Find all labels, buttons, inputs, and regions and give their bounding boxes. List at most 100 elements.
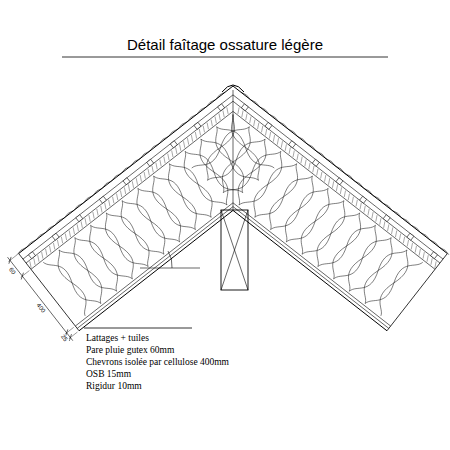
board-hatch: [140, 175, 141, 182]
board-hatch: [321, 172, 322, 179]
board-hatch: [297, 154, 298, 161]
dimension-line: [8, 257, 73, 341]
board-hatch: [89, 215, 90, 222]
tile-mark: [411, 225, 420, 232]
layer-line: [19, 86, 233, 254]
board-hatch: [176, 147, 177, 154]
tile-mark: [298, 137, 307, 144]
legend-rule: [84, 328, 192, 329]
board-hatch: [242, 110, 243, 117]
board-hatch: [254, 120, 255, 127]
board-hatch: [407, 240, 408, 247]
tile-mark: [178, 122, 187, 129]
tile-mark: [317, 151, 326, 158]
board-hatch: [187, 138, 188, 145]
board-hatch: [325, 175, 326, 182]
board-hatch: [136, 178, 137, 185]
board-hatch: [117, 194, 118, 201]
board-hatch: [336, 184, 337, 191]
board-hatch: [301, 157, 302, 164]
board-hatch: [273, 135, 274, 142]
extension-line: [69, 332, 78, 339]
board-hatch: [419, 249, 420, 256]
insulation-symbol: [122, 201, 180, 242]
insulation-symbol: [201, 139, 259, 180]
board-hatch: [380, 218, 381, 225]
tile-mark: [64, 210, 73, 217]
drawing-title: Détail faîtage ossature légère: [127, 36, 323, 53]
board-hatch: [388, 224, 389, 231]
batten: [218, 104, 225, 111]
tile-mark: [216, 92, 225, 99]
board-hatch: [356, 200, 357, 207]
insulation-symbol: [271, 188, 329, 229]
insulation-symbol: [208, 139, 266, 180]
layer-line: [233, 203, 391, 326]
board-hatch: [195, 132, 196, 139]
batten: [241, 104, 248, 111]
board-hatch: [160, 160, 161, 167]
board-hatch: [57, 240, 58, 247]
tile-mark: [131, 159, 140, 166]
board-hatch: [148, 169, 149, 176]
tile-mark: [383, 203, 392, 210]
extension-line: [8, 255, 17, 262]
king-post: [221, 210, 248, 290]
insulation-symbol: [239, 164, 297, 205]
board-hatch: [152, 166, 153, 173]
tile-mark: [392, 210, 401, 217]
tile-mark: [326, 159, 335, 166]
board-hatch: [277, 138, 278, 145]
tile-mark: [439, 247, 448, 254]
insulation-symbol: [169, 164, 227, 205]
batten: [170, 141, 177, 148]
board-hatch: [368, 209, 369, 216]
insulation-symbol: [106, 213, 164, 254]
layer-line: [79, 210, 233, 330]
tile-mark: [354, 181, 363, 188]
insulation-symbol: [59, 250, 117, 291]
insulation-symbol: [349, 250, 407, 291]
insulation-symbol: [223, 151, 281, 192]
board-hatch: [223, 110, 224, 117]
board-hatch: [261, 126, 262, 133]
tile-mark: [140, 151, 149, 158]
post-cross: [221, 210, 248, 290]
board-hatch: [392, 227, 393, 234]
board-hatch: [97, 209, 98, 216]
tile-mark: [279, 122, 288, 129]
batten: [147, 159, 154, 166]
tile-mark: [307, 144, 316, 151]
eave-cut: [19, 254, 79, 331]
batten: [265, 122, 272, 129]
layer-line: [77, 207, 233, 329]
board-hatch: [384, 221, 385, 228]
board-hatch: [42, 252, 43, 259]
batten: [360, 196, 367, 203]
board-hatch: [109, 200, 110, 207]
layer-label: Chevrons isolée par cellulose 400mm: [86, 357, 229, 368]
tile-mark: [112, 173, 121, 180]
board-hatch: [309, 163, 310, 170]
board-hatch: [399, 234, 400, 241]
tile-mark: [27, 240, 36, 247]
board-hatch: [69, 231, 70, 238]
board-hatch: [65, 234, 66, 241]
insulation-symbol: [365, 262, 423, 303]
board-hatch: [360, 203, 361, 210]
title-underline: [62, 57, 388, 58]
board-hatch: [34, 258, 35, 265]
board-hatch: [246, 113, 247, 120]
board-hatch: [164, 157, 165, 164]
tile-mark: [430, 240, 439, 247]
layer-line: [26, 101, 233, 263]
tile-mark: [373, 196, 382, 203]
board-hatch: [120, 190, 121, 197]
insulation-symbol: [255, 176, 313, 217]
board-hatch: [293, 150, 294, 157]
tile-mark: [335, 166, 344, 173]
tile-mark: [260, 107, 269, 114]
tile-mark: [74, 203, 83, 210]
board-hatch: [376, 215, 377, 222]
